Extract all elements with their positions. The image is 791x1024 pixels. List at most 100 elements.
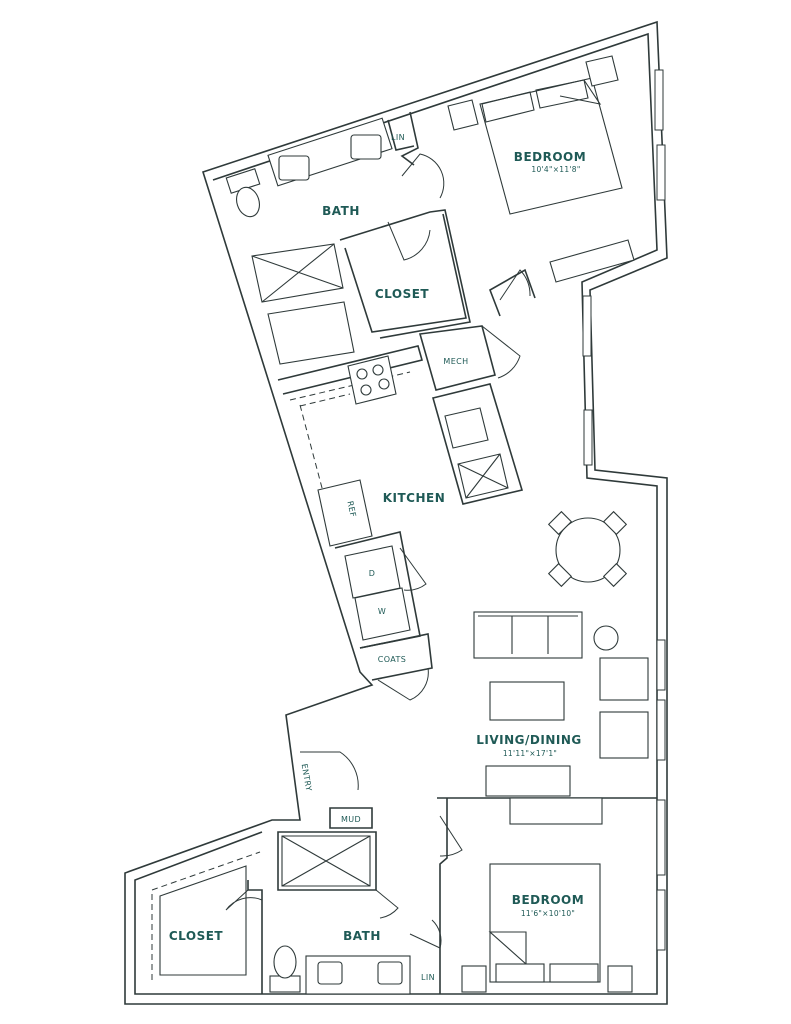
coats-wall <box>359 633 433 681</box>
top-bedroom-furniture <box>447 55 635 283</box>
kitchen-sink <box>444 407 489 449</box>
exterior-wall-inner <box>134 32 658 995</box>
bed <box>479 77 623 215</box>
sink <box>317 961 343 985</box>
bathtub <box>267 301 355 365</box>
pillow-bottom <box>495 963 545 983</box>
closet-rod <box>151 851 261 980</box>
entry-label: ENTRY <box>300 763 314 792</box>
burner <box>356 368 368 380</box>
coffee-table <box>489 681 565 721</box>
bottom-bedroom-furniture <box>461 797 633 993</box>
shower-x-bottom <box>281 835 371 887</box>
pillow <box>481 79 589 123</box>
media-console <box>485 765 571 797</box>
bedroom-top-label: BEDROOM <box>514 150 586 164</box>
mech-label: MECH <box>443 357 468 366</box>
mech-wall <box>418 325 496 391</box>
bath-bottom-walls <box>247 880 263 994</box>
door-swing[interactable] <box>481 325 521 379</box>
washer-label: W <box>378 607 386 616</box>
kitchen-fixtures <box>289 355 509 547</box>
bath-bedroom-wall <box>400 111 419 166</box>
door-swing[interactable] <box>387 221 431 261</box>
nightstand-bottom <box>607 965 633 993</box>
coats-label: COATS <box>378 655 407 664</box>
shower-x <box>251 243 344 303</box>
door-swing[interactable] <box>439 815 463 857</box>
door-swing[interactable] <box>401 153 445 199</box>
ref-label: REF <box>345 500 357 518</box>
dresser <box>549 239 635 283</box>
living-furniture <box>473 510 649 797</box>
bed-bottom <box>489 863 601 983</box>
interior-walls-top <box>277 111 536 681</box>
dining-chair <box>602 510 628 536</box>
closet-top-label: CLOSET <box>375 287 430 301</box>
bedroom-bottom-left-wall <box>439 798 448 994</box>
sink <box>377 961 403 985</box>
window <box>656 889 666 951</box>
nightstand <box>447 99 479 131</box>
mud-wall <box>329 807 373 829</box>
window <box>656 699 666 761</box>
toilet-bowl <box>236 186 260 218</box>
living-dims: 11'11"×17'1" <box>503 749 557 758</box>
lin-top-label: LIN <box>391 133 405 142</box>
dining-chair <box>547 510 573 536</box>
burner <box>360 384 372 396</box>
closet-shelf <box>159 865 247 976</box>
bed-fold <box>559 79 602 105</box>
burner <box>378 378 390 390</box>
sink <box>278 155 310 181</box>
bath-bottom-label: BATH <box>343 929 381 943</box>
door-swing[interactable] <box>375 889 399 919</box>
armchair <box>599 711 649 759</box>
lin-wall <box>387 119 415 151</box>
nightstand <box>585 55 619 87</box>
door-swing[interactable] <box>225 889 263 911</box>
bath-top-label: BATH <box>322 204 360 218</box>
toilet-bowl-bottom <box>273 945 297 979</box>
living-label: LIVING/DINING <box>476 733 581 747</box>
dining-chair <box>602 562 628 588</box>
exterior-walls <box>124 20 668 1005</box>
sink <box>350 134 382 160</box>
bath-closet-wall <box>339 209 471 339</box>
bedroom-bottom-dims: 11'6"×10'10" <box>521 909 575 918</box>
bed-fold-bottom <box>488 931 527 966</box>
doors <box>225 153 531 949</box>
dining-chair <box>547 562 573 588</box>
pillow-bottom <box>549 963 599 983</box>
window <box>582 295 592 357</box>
window <box>583 409 593 466</box>
side-table <box>593 625 619 651</box>
windows <box>582 69 666 951</box>
closet-bottom-label: CLOSET <box>169 929 224 943</box>
window <box>656 639 666 691</box>
dining-table <box>555 517 621 583</box>
bedroom-bottom-wall <box>489 268 536 317</box>
labels: BEDROOM 10'4"×11'8" BATH LIN CLOSET MECH… <box>169 133 586 982</box>
exterior-wall-outline <box>124 20 668 1005</box>
burner <box>372 364 384 376</box>
sofa <box>473 611 583 659</box>
sofa-cushions <box>478 615 578 654</box>
lin-bottom-label: LIN <box>421 973 435 982</box>
door-swing[interactable] <box>377 667 429 701</box>
closet-inner <box>344 213 467 333</box>
window <box>656 799 666 876</box>
nightstand-bottom <box>461 965 487 993</box>
bottom-bath-fixtures <box>151 835 411 995</box>
bedroom-top-dims: 10'4"×11'8" <box>531 165 580 174</box>
entry-door-swing[interactable] <box>300 751 359 791</box>
island-wall <box>432 383 524 505</box>
window <box>656 144 666 201</box>
dishwasher-x <box>457 453 509 499</box>
door-swing[interactable] <box>399 547 427 591</box>
top-bath-fixtures <box>225 117 393 365</box>
door-swing[interactable] <box>499 269 531 301</box>
dresser-bottom <box>509 797 603 825</box>
door-swing[interactable] <box>409 919 442 949</box>
